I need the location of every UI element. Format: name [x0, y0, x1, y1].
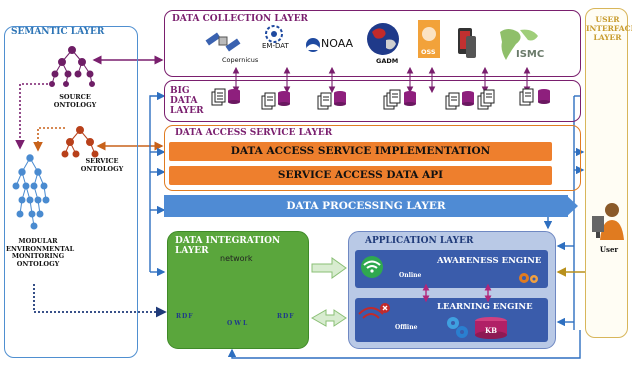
awareness-engine: Online AWARENESS ENGINE [355, 250, 548, 288]
online-label: Online [399, 272, 422, 279]
data-collection-layer-title: DATA COLLECTION LAYER [172, 14, 309, 24]
owl-label: OWL [227, 320, 250, 327]
learning-engine: Offline LEARNING ENGINE KB [355, 298, 548, 342]
awareness-engine-label: AWARENESS ENGINE [437, 256, 542, 266]
gadm-label: GADM [376, 57, 399, 65]
modular-to-integration-arrow [33, 284, 167, 318]
data-collection-layer: DATA COLLECTION LAYER [164, 10, 581, 77]
service-to-modular-arrow [33, 127, 65, 152]
service-ontology-label: SERVICE ONTOLOGY [80, 157, 124, 173]
data-access-service-layer: DATA ACCESS SERVICE LAYER DATA ACCESS SE… [164, 125, 581, 191]
oss-icon [418, 20, 440, 58]
gear-network-icon [447, 317, 468, 338]
right-bus-arrows [227, 95, 585, 359]
copernicus-label: Copernicus [222, 56, 259, 64]
processing-arrow-tip-icon [566, 195, 578, 217]
gears-icon [519, 273, 538, 283]
data-access-service-layer-title: DATA ACCESS SERVICE LAYER [175, 128, 333, 138]
satellite-icon [205, 32, 241, 52]
phone-icon [458, 28, 476, 58]
semantic-layer-title: SEMANTIC LAYER [11, 27, 105, 37]
big-data-layer: BIG DATA LAYER [164, 80, 581, 122]
big-data-store-icons [211, 88, 550, 110]
source-ontology-tree-icon [49, 46, 95, 87]
network-label: network [220, 254, 253, 263]
data-processing-layer: DATA PROCESSING LAYER [164, 195, 568, 217]
emdat-icon [265, 25, 283, 43]
application-layer-title: APPLICATION LAYER [365, 236, 474, 246]
modular-ontology-tree-icon [12, 154, 50, 230]
gadm-globe-icon [367, 23, 399, 55]
source-ontology-label: SOURCE ONTOLOGY [53, 93, 97, 109]
user-label: User [599, 245, 619, 254]
service-access-api-bar: SERVICE ACCESS DATA API [169, 166, 552, 185]
left-bus-arrows [149, 91, 166, 277]
wifi-offline-icon [358, 303, 390, 319]
service-ontology-tree-icon [61, 126, 99, 158]
semantic-layer: SEMANTIC LAYER [4, 26, 138, 358]
user-interface-layer: USER INTERFACE LAYER [585, 8, 632, 338]
learning-engine-label: LEARNING ENGINE [437, 302, 533, 312]
rdf-right-label: RDF [277, 313, 295, 320]
engine-links [422, 283, 492, 303]
noaa-label: NOAA [321, 37, 354, 50]
kb-database-icon [475, 317, 507, 339]
user-icon [592, 203, 624, 240]
wifi-online-icon [361, 256, 383, 278]
ismc-label: ISMC [516, 49, 545, 60]
noaa-icon [306, 38, 320, 52]
integration-to-app-arrows [310, 257, 347, 327]
modular-ontology-label: MODULAR ENVIRONMENTAL MONITORING ONTOLOG… [6, 237, 75, 268]
offline-label: Offline [395, 324, 418, 331]
data-access-implementation-bar: DATA ACCESS SERVICE IMPLEMENTATION [169, 142, 552, 161]
data-integration-layer-title: DATA INTEGRATION LAYER [175, 236, 281, 256]
data-integration-layer: DATA INTEGRATION LAYER [167, 231, 309, 349]
user-interface-layer-title: USER INTERFACE LAYER [586, 15, 632, 42]
ismc-map-icon [500, 29, 538, 60]
rdf-left-label: RDF [176, 313, 194, 320]
kb-label: KB [485, 326, 498, 335]
oss-label: OSS [421, 48, 436, 56]
source-to-modular-arrow [15, 83, 52, 150]
emdat-label: EM-DAT [262, 42, 289, 50]
big-data-layer-title: BIG DATA LAYER [170, 86, 204, 116]
application-layer: APPLICATION LAYER Online AWARENESS ENGIN… [348, 231, 556, 349]
